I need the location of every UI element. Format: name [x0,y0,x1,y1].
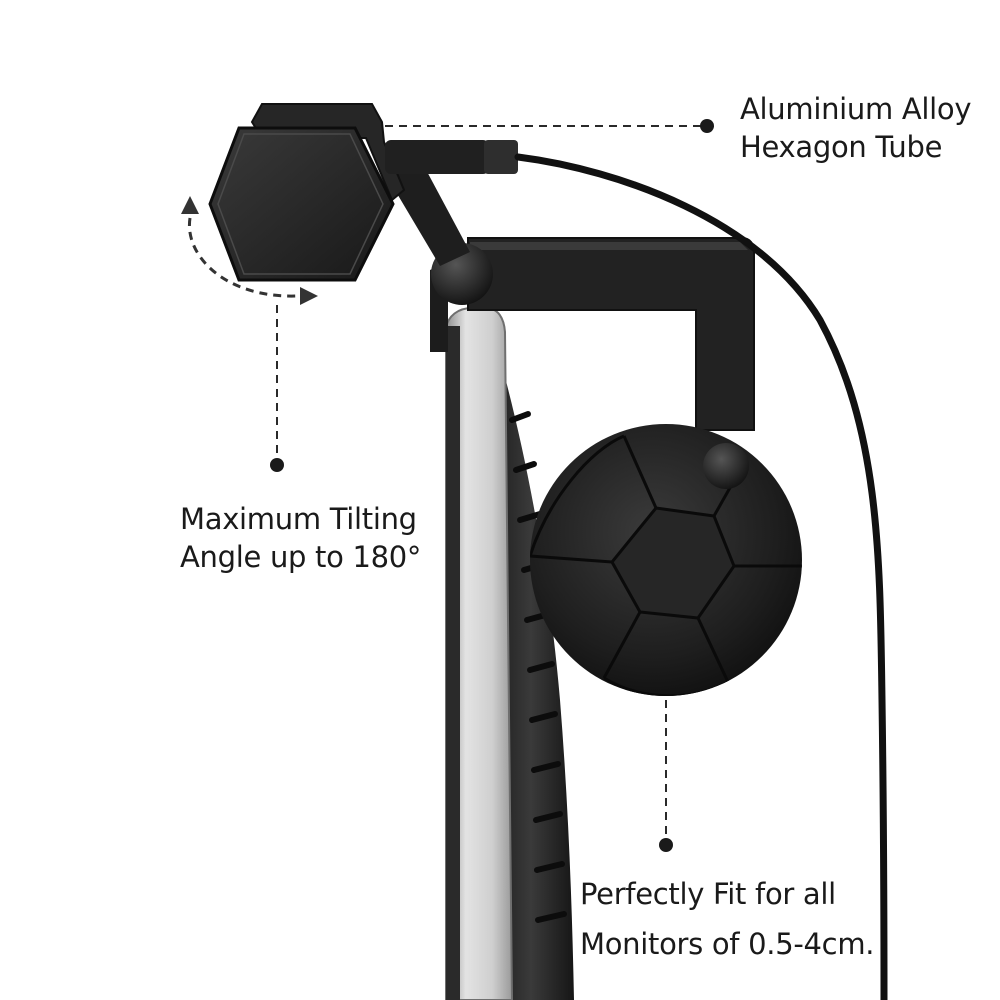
hexagon-tube-icon [208,126,395,282]
mount-bracket [383,166,755,431]
fit-callout-line [659,700,673,852]
tilting-angle-label-line-2: Angle up to 180° [180,540,422,574]
hexagon-tube-highlight [217,133,384,275]
camera-neck [383,166,470,266]
tilt-callout-line [270,305,284,472]
arrow-right-icon [300,287,318,305]
camera-head [208,103,518,282]
hexagon-tube-callout-line [385,119,714,133]
hexagon-tube-label-line-2: Hexagon Tube [740,130,943,164]
monitor-screen-edge [446,326,460,1000]
camera-head-top-bar [385,140,489,174]
usb-plug [484,140,518,174]
hexagon-tube-label-line-1: Aluminium Alloy [740,92,972,126]
callout-dot [700,119,714,133]
arrow-up-icon [181,196,199,214]
monitor-fit-label-line-1: Perfectly Fit for all [580,877,836,911]
bracket-arm-highlight [470,242,748,250]
hexagon-tube-label: Aluminium Alloy Hexagon Tube [740,90,972,166]
ball-mount-knob [703,443,749,489]
soccer-ball-stand [530,424,802,696]
tilting-angle-label: Maximum Tilting Angle up to 180° [180,500,421,576]
callout-dot [659,838,673,852]
usb-cable [514,153,888,1000]
callout-dot [270,458,284,472]
monitor [445,307,574,1000]
rotation-arrow [181,196,318,305]
monitor-fit-label: Perfectly Fit for all Monitors of 0.5-4c… [580,869,874,969]
tilting-angle-label-line-1: Maximum Tilting [180,502,417,536]
monitor-fit-label-line-2: Monitors of 0.5-4cm. [580,927,875,961]
